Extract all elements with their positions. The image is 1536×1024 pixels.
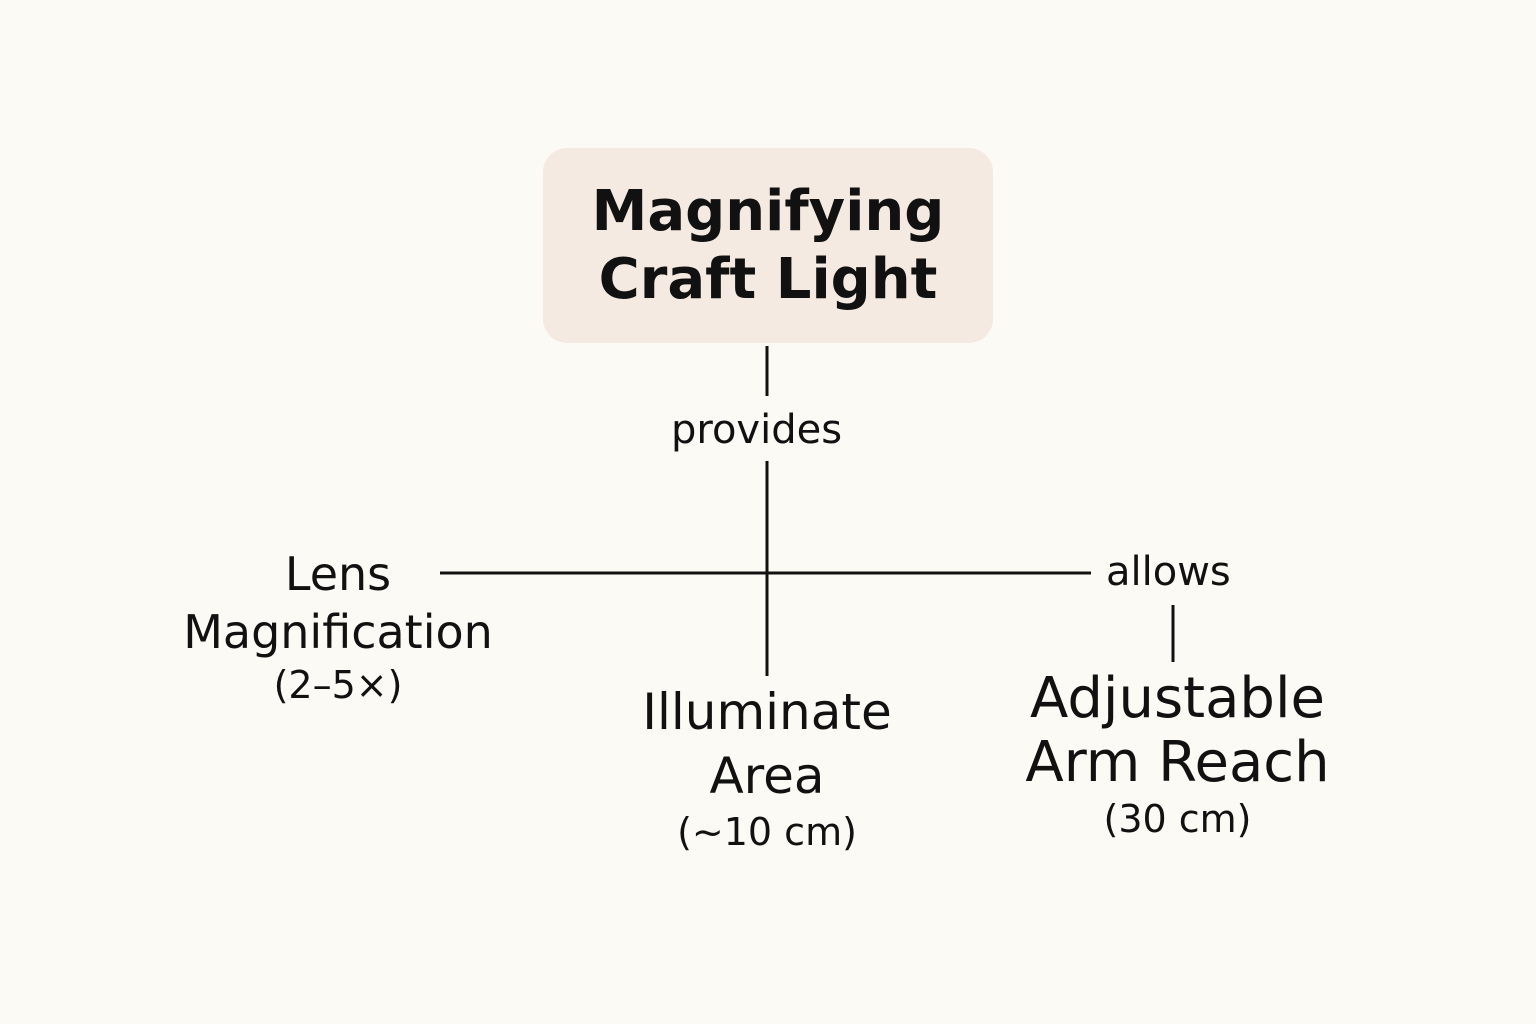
edge-label-provides: provides [671, 407, 843, 453]
node-illuminate-name-line-1: Illuminate [642, 683, 892, 741]
root-title-line-2: Craft Light [598, 246, 938, 312]
root-node: Magnifying Craft Light [543, 148, 993, 343]
node-lens-name-line-1: Lens [284, 547, 392, 601]
edge-label-allows: allows [1106, 549, 1231, 595]
node-arm-detail: (30 cm) [1103, 797, 1252, 841]
node-lens-magnification: Lens Magnification (2–5×) [173, 545, 503, 709]
node-adjustable-arm-reach: Adjustable Arm Reach (30 cm) [1020, 667, 1335, 843]
node-illuminate-detail: (~10 cm) [677, 810, 857, 854]
node-illuminate-name-line-2: Area [709, 747, 825, 805]
node-lens-detail: (2–5×) [273, 663, 403, 707]
node-lens-name-line-2: Magnification [183, 605, 493, 659]
root-title-line-1: Magnifying [591, 178, 945, 244]
node-arm-name-line-1: Adjustable [1030, 666, 1325, 731]
node-illuminate-area: Illuminate Area (~10 cm) [627, 680, 907, 856]
node-arm-name-line-2: Arm Reach [1025, 730, 1330, 795]
